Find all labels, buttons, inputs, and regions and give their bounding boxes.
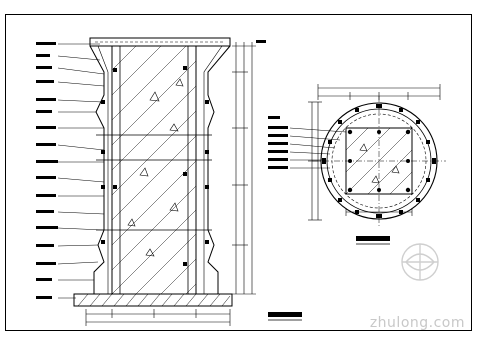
column-shaft <box>111 45 197 295</box>
bottom-dimension <box>85 309 231 326</box>
sheet-border <box>5 14 472 331</box>
column-elevation <box>36 37 302 326</box>
left-callouts <box>57 43 105 299</box>
column-plan <box>268 84 446 245</box>
right-dimension <box>232 42 256 295</box>
watermark-logo <box>401 243 439 281</box>
left-callout-labels <box>36 42 58 299</box>
watermark-text: zhulong.com <box>369 315 465 331</box>
left-flare <box>89 45 112 295</box>
plan-title <box>356 236 390 241</box>
footing <box>73 293 233 307</box>
concrete-hatch <box>111 45 197 295</box>
elevation-title <box>268 312 302 317</box>
aggregate-marks <box>127 78 184 257</box>
right-flare <box>196 45 231 295</box>
